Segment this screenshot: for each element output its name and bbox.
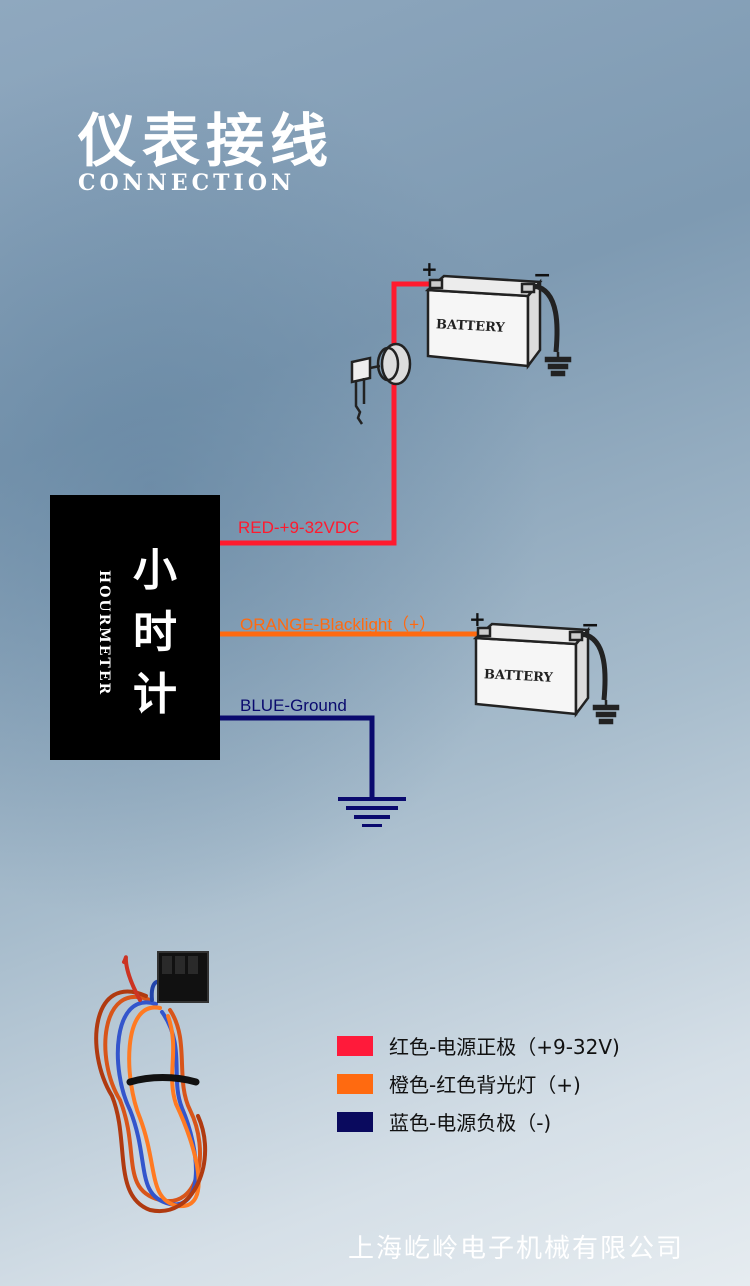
- battery-1-plus: +: [421, 257, 438, 281]
- page-subtitle: CONNECTION: [78, 170, 296, 196]
- hourmeter-char-1: 小: [133, 545, 177, 596]
- hourmeter-char-3: 计: [133, 669, 177, 720]
- hourmeter-box: [50, 495, 220, 760]
- legend-row-blue: 蓝色-电源负极（-): [337, 1107, 551, 1136]
- page-title: 仪表接线: [78, 107, 335, 175]
- legend-swatch-orange: [337, 1073, 373, 1094]
- hourmeter-char-2: 时: [133, 607, 177, 658]
- blue-wire-label: BLUE-Ground: [240, 696, 347, 715]
- legend-text-blue: 蓝色-电源负极（-): [389, 1111, 552, 1135]
- legend-text-orange: 橙色-红色背光灯（+): [389, 1073, 581, 1097]
- battery-2-label: BATTERY: [484, 667, 554, 686]
- legend-swatch-red: [337, 1035, 373, 1056]
- battery-1-minus: −: [533, 263, 551, 288]
- battery-1: [424, 274, 572, 377]
- ground-symbol-blue: [338, 797, 406, 827]
- battery-2-minus: −: [581, 613, 599, 638]
- red-wire-label: RED-+9-32VDC: [238, 518, 360, 537]
- battery-1-label: BATTERY: [436, 317, 506, 336]
- legend-text-red: 红色-电源正极（+9-32V): [389, 1035, 620, 1059]
- company-name: 上海屹岭电子机械有限公司: [348, 1234, 685, 1264]
- red-wire: [220, 281, 430, 546]
- orange-wire-label: ORANGE-Blacklight（+）: [240, 615, 437, 634]
- hourmeter-chinese-label: 小 时 计: [125, 540, 185, 726]
- wire-harness-image: [94, 951, 209, 1214]
- hourmeter-vertical-label: HOURMETER: [96, 570, 112, 697]
- key-switch-icon: [350, 342, 412, 425]
- battery-2-plus: +: [469, 607, 486, 631]
- battery-2: [472, 622, 620, 725]
- blue-wire: [220, 715, 375, 798]
- legend-swatch-blue: [337, 1111, 373, 1132]
- legend-row-orange: 橙色-红色背光灯（+): [337, 1069, 581, 1098]
- legend-row-red: 红色-电源正极（+9-32V): [337, 1031, 620, 1060]
